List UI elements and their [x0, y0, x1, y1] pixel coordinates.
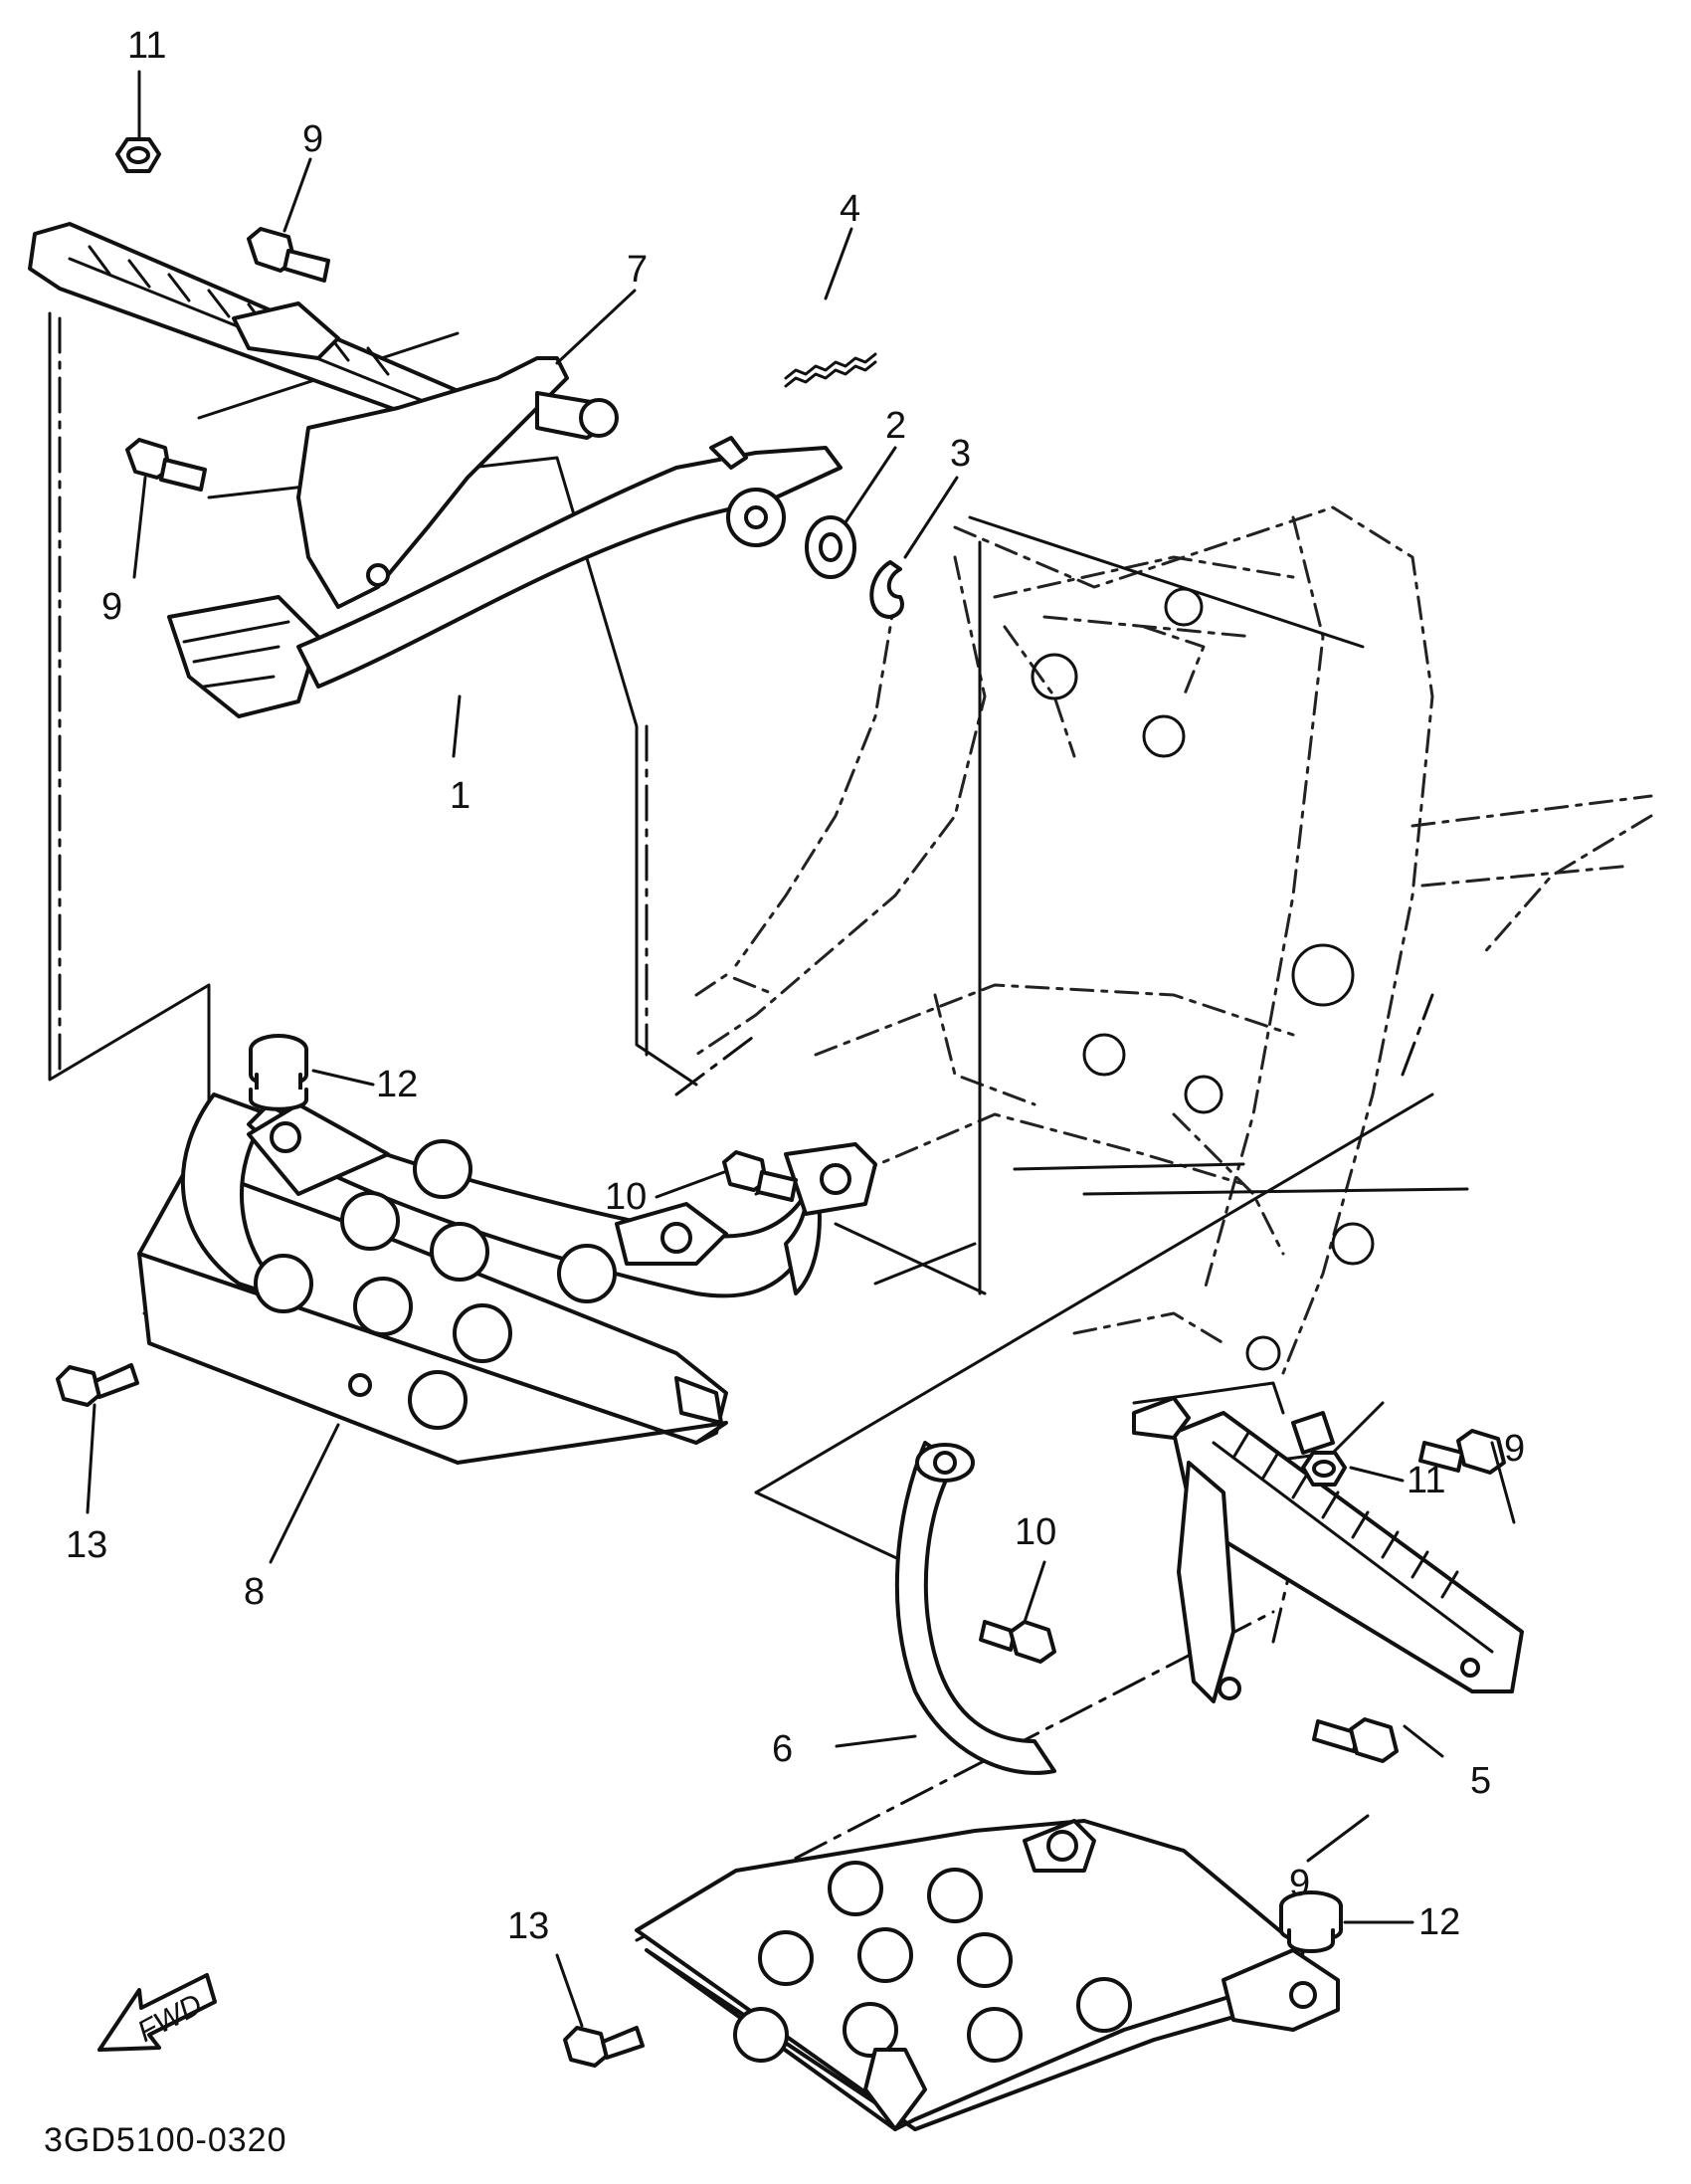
bolt-9-top	[247, 227, 330, 283]
pedal-hardware	[784, 352, 904, 619]
callout-11-right: 11	[1407, 1460, 1445, 1501]
callout-10-right: 10	[1015, 1511, 1056, 1553]
bolt-13-left	[56, 1363, 139, 1407]
grommet-12-left	[249, 1034, 308, 1111]
callout-2: 2	[885, 405, 906, 447]
callout-6: 6	[772, 1728, 793, 1770]
callout-4: 4	[840, 188, 860, 230]
nut-11-top	[115, 137, 161, 173]
fwd-label: FWD	[132, 1988, 208, 2049]
diagram-code: 3GD5100-0320	[44, 2121, 287, 2159]
bolt-10-left	[722, 1150, 798, 1202]
callout-5: 5	[1470, 1760, 1491, 1802]
right-guard-plate	[635, 1441, 1340, 2131]
callout-12-left: 12	[376, 1064, 418, 1105]
callout-9-right-lower: 9	[1289, 1863, 1310, 1904]
brake-pedal	[167, 436, 843, 718]
forward-arrow-icon: FWD	[97, 1973, 217, 2052]
callout-9-right-upper: 9	[1504, 1428, 1525, 1470]
bolt-13-right	[563, 2026, 645, 2068]
bolt-9-right-upper	[1418, 1429, 1506, 1475]
fasteners	[56, 137, 1506, 2068]
callout-9-top: 9	[302, 118, 323, 160]
leader-lines	[86, 70, 1516, 2028]
left-footrest-bracket	[28, 222, 619, 609]
right-footrest	[1132, 1396, 1524, 1703]
frame-phantom-outline	[694, 505, 1653, 1375]
callout-10-left: 10	[605, 1176, 647, 1218]
bolt-10-right	[979, 1620, 1056, 1664]
callout-7: 7	[627, 249, 648, 291]
bolt-9-left	[125, 438, 207, 492]
circlip-3	[869, 560, 904, 619]
nut-11-right	[1301, 1451, 1347, 1487]
grommet-12-right	[1279, 1890, 1343, 1953]
callout-12-right: 12	[1418, 1901, 1460, 1943]
callout-1: 1	[450, 775, 470, 817]
callout-3: 3	[950, 433, 971, 475]
callout-9-left: 9	[101, 586, 122, 628]
callout-13-left: 13	[66, 1524, 107, 1566]
left-guard-plate	[137, 1092, 877, 1465]
callout-13-right: 13	[507, 1905, 549, 1947]
bolt-9-right-lower	[1312, 1717, 1399, 1763]
callout-11-top: 11	[127, 25, 166, 67]
callout-labels: 11 9 7 4 2 3 9 1 12 10 13 8 11 9 10 6 5 …	[66, 25, 1525, 1947]
callout-8: 8	[244, 1571, 265, 1613]
spring-4	[784, 352, 877, 380]
